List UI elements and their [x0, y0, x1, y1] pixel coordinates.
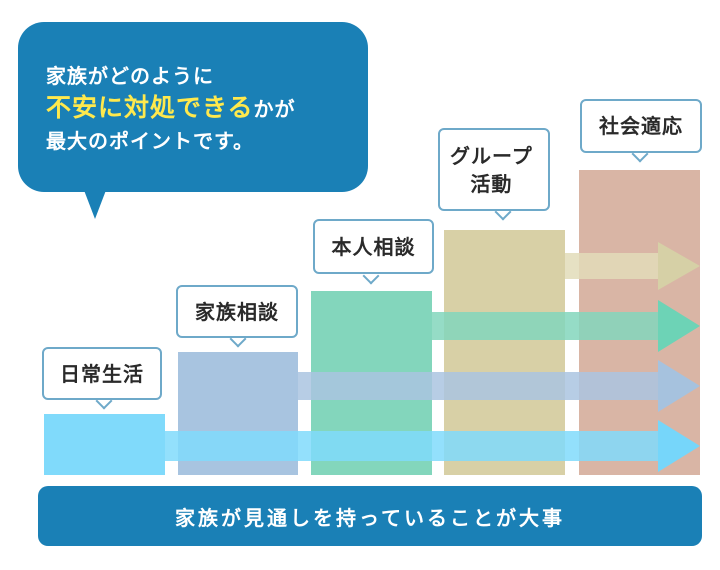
- label-social-adaptation: 社会適応: [580, 99, 702, 153]
- stage-bar-daily-life: [44, 414, 165, 475]
- arrow-self-consult: [432, 312, 660, 340]
- speech-bubble-tail: [82, 185, 108, 219]
- speech-line-2-rest: かが: [253, 97, 296, 121]
- speech-line-3: 最大のポイントです。: [46, 129, 254, 153]
- label-daily-life: 日常生活: [42, 347, 162, 400]
- arrow-head-family-consult: [658, 360, 700, 412]
- label-group-activity: グループ 活動: [438, 128, 550, 211]
- label-group-activity-line-2: 活動: [470, 171, 513, 196]
- arrow-head-group-activity: [658, 242, 700, 290]
- footer-text: 家族が見通しを持っていることが大事: [175, 505, 565, 530]
- speech-bubble: 家族がどのように 不安に対処できるかが 最大のポイントです。: [18, 22, 368, 192]
- arrow-family-consult: [298, 372, 660, 400]
- speech-highlight: 不安に対処できる: [46, 93, 254, 122]
- speech-line-1: 家族がどのように: [46, 64, 214, 88]
- label-group-activity-line-1: グループ: [450, 143, 533, 168]
- footer-banner: 家族が見通しを持っていることが大事: [38, 486, 702, 546]
- arrow-daily-life: [165, 431, 660, 461]
- arrow-head-daily-life: [658, 420, 700, 472]
- speech-text: 家族がどのように 不安に対処できるかが 最大のポイントです。: [46, 60, 296, 157]
- arrow-group-activity: [565, 253, 660, 279]
- label-self-consult: 本人相談: [313, 219, 434, 274]
- label-family-consult: 家族相談: [176, 285, 298, 338]
- arrow-head-self-consult: [658, 300, 700, 352]
